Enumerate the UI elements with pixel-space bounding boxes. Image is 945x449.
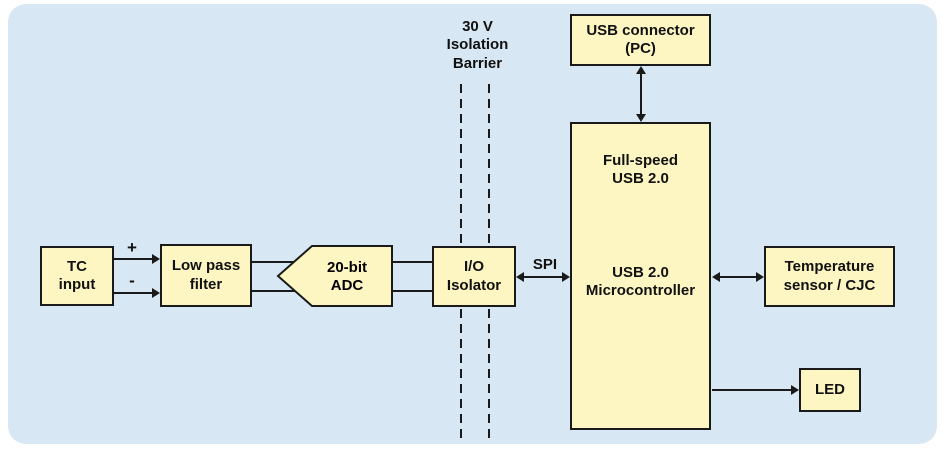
adc-block-label: 20-bit ADC xyxy=(326,258,367,294)
mcu-fullspeed-label: Full-speed USB 2.0 xyxy=(602,152,678,188)
io-isolator-block: I/O Isolator xyxy=(432,246,516,307)
usb-connector-block: USB connector (PC) xyxy=(570,14,711,66)
isolation-barrier-label: 30 V Isolation Barrier xyxy=(446,18,509,72)
low-pass-filter-block: Low pass filter xyxy=(160,244,252,307)
mcu-main-label: USB 2.0 Microcontroller xyxy=(585,264,696,300)
diagram-background-panel xyxy=(8,4,937,444)
usb-microcontroller-block: Full-speed USB 2.0 USB 2.0 Microcontroll… xyxy=(570,122,711,430)
tc-input-block: TC input xyxy=(40,246,114,306)
temperature-sensor-block: Temperature sensor / CJC xyxy=(764,246,895,307)
arrowheads xyxy=(152,66,799,395)
minus-signal-label: - xyxy=(129,271,135,290)
signal-lines xyxy=(114,73,792,391)
adc-pentagon-shape xyxy=(276,245,393,307)
spi-label: SPI xyxy=(532,256,558,273)
led-block: LED xyxy=(799,368,861,412)
plus-signal-label: + xyxy=(127,238,137,257)
